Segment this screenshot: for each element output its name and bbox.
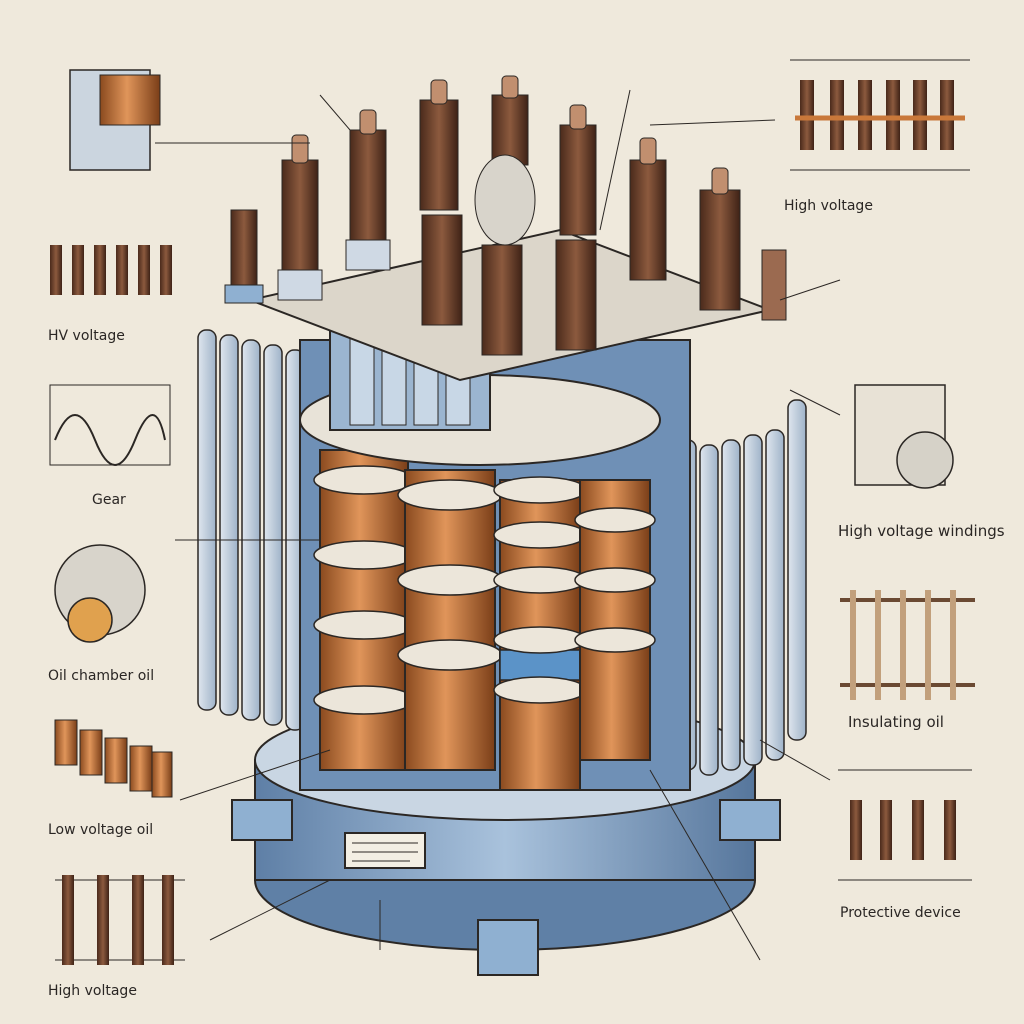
label-gear-left: Gear xyxy=(92,492,126,508)
insulator-inset-lower-right xyxy=(838,769,972,881)
label-protective-device: Protective device xyxy=(840,905,961,921)
insulator-inset-bottom-left xyxy=(55,875,185,965)
inset-transformer-top-left xyxy=(69,69,161,171)
label-low-voltage-oil-left: Low voltage oil xyxy=(48,822,154,838)
label-high-voltage-windings: High voltage windings xyxy=(838,522,1005,540)
bushing-icon xyxy=(491,75,529,166)
label-high-voltage-bottom-left: High voltage xyxy=(48,983,137,999)
label-hv-voltage-left: HV voltage xyxy=(48,328,125,344)
label-high-voltage-top-right: High voltage xyxy=(784,198,873,214)
winding-column-3 xyxy=(493,476,587,791)
leader-lines xyxy=(155,89,841,961)
insulator-inset-top-right xyxy=(790,59,970,171)
bushing-icon xyxy=(419,79,459,211)
bushing-icon xyxy=(761,249,787,321)
bushing-icon xyxy=(559,104,597,236)
spool-inset xyxy=(54,544,146,643)
label-oil-chamber-left: Oil chamber oil xyxy=(48,668,155,684)
bushing-icon xyxy=(345,109,391,271)
bushing-icon xyxy=(224,209,264,304)
radiator-fins-left xyxy=(197,329,305,731)
winding-coil-icon xyxy=(54,719,173,798)
winding-column-2 xyxy=(397,469,503,771)
winding-coil-icon xyxy=(50,245,172,295)
bushing-icon xyxy=(277,134,323,301)
bushing-icon xyxy=(699,167,741,311)
radiator-fins-right xyxy=(677,399,807,776)
bushings xyxy=(224,75,787,356)
label-insulating-oil: Insulating oil xyxy=(848,713,944,731)
gauge-inset-right xyxy=(854,384,954,489)
bushing-icon xyxy=(629,137,667,281)
frame-inset-right xyxy=(840,590,975,700)
waveform-inset xyxy=(49,384,171,466)
bushing-icon xyxy=(474,154,536,246)
bushing-icon xyxy=(421,214,597,356)
winding-column-4 xyxy=(574,479,656,761)
